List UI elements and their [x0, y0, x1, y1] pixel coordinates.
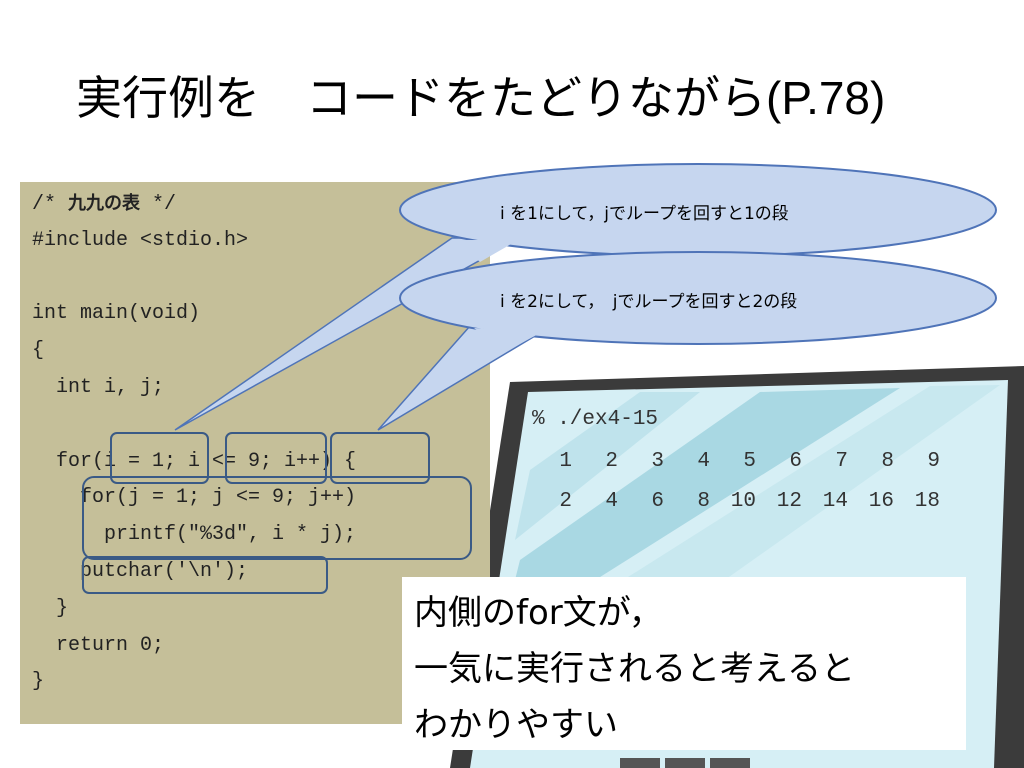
- code-line: #include <stdio.h>: [32, 223, 248, 259]
- code-text: {: [32, 339, 45, 363]
- terminal-cell: 9: [927, 450, 940, 473]
- code-text: return 0;: [32, 633, 165, 657]
- slide-title: 実行例を コードをたどりながら(P.78): [76, 62, 885, 128]
- slide-title-text: 実行例を コードをたどりながら: [76, 71, 766, 125]
- note-line-2: 一気に実行されると考えると: [414, 649, 855, 689]
- terminal-cell: 8: [697, 490, 710, 513]
- code-line: int main(void): [32, 296, 200, 332]
- terminal-cell: 5: [743, 450, 756, 473]
- highlight-incr-i: [330, 432, 430, 484]
- code-line: for(i = 1; i <= 9; i++) {: [32, 444, 356, 480]
- terminal-cell: 1: [559, 450, 572, 473]
- terminal-cell: 6: [651, 490, 664, 513]
- code-line: /* 九九の表 */: [32, 186, 176, 222]
- note-line-1: 内側のfor文が，: [414, 593, 663, 633]
- terminal-cell: 14: [822, 490, 848, 513]
- code-text: int i, j;: [32, 376, 165, 399]
- laptop-key: [710, 758, 750, 768]
- code-text: }: [32, 670, 45, 694]
- callout-2-text: i を2にして， jでループを回すと2の段: [500, 292, 798, 312]
- terminal-cell: 2: [559, 490, 572, 513]
- code-line: int i, j;: [32, 370, 164, 406]
- laptop-key: [665, 758, 705, 768]
- code-text: int main(void): [32, 302, 201, 326]
- highlight-init-i: [110, 432, 209, 484]
- highlight-putchar: [82, 556, 328, 594]
- highlight-inner-loop: [82, 476, 472, 560]
- code-text: /*: [32, 193, 69, 216]
- code-line: for(j = 1; j <= 9; j++): [32, 480, 356, 516]
- code-text: putchar('\n');: [32, 560, 249, 583]
- code-text: */: [140, 193, 177, 216]
- terminal-cell: 4: [697, 450, 710, 473]
- code-text: for(i = 1; i <= 9; i++) {: [32, 449, 357, 473]
- terminal-cell: 7: [835, 450, 848, 473]
- terminal-cell: 4: [605, 490, 618, 513]
- code-line: printf("%3d", i * j);: [32, 517, 356, 553]
- highlight-cond-i: [225, 432, 327, 484]
- slide-title-page-ref: (P.78): [766, 72, 886, 124]
- screen-stripe-3: [560, 385, 1000, 640]
- terminal-cell: 2: [605, 450, 618, 473]
- code-text: }: [32, 596, 69, 620]
- terminal-cell: 10: [730, 490, 756, 513]
- terminal-cell: 3: [651, 450, 664, 473]
- terminal-cell: 16: [868, 490, 894, 513]
- terminal-cell: 18: [914, 490, 940, 513]
- laptop-key: [620, 758, 660, 768]
- callout-2-bubble: [399, 251, 997, 345]
- code-text: for(j = 1; j <= 9; j++): [32, 486, 357, 510]
- terminal-command: % ./ex4-15: [532, 408, 659, 431]
- code-line: }: [32, 664, 44, 700]
- code-line: putchar('\n');: [32, 554, 248, 590]
- terminal-cell: 8: [881, 450, 894, 473]
- code-line: }: [32, 591, 68, 627]
- code-comment-jp: 九九の表: [68, 193, 141, 214]
- terminal-cell: 6: [789, 450, 802, 473]
- terminal-cell: 12: [776, 490, 802, 513]
- explanation-note: 内側のfor文が， 一気に実行されると考えると わかりやすい: [402, 577, 966, 750]
- note-line-3: わかりやすい: [414, 705, 618, 745]
- code-line: {: [32, 333, 44, 369]
- callout-1-text: i を1にして，jでループを回すと1の段: [500, 204, 789, 224]
- screen-stripe-1: [515, 392, 700, 540]
- code-text: #include <stdio.h>: [32, 228, 249, 252]
- code-line: return 0;: [32, 628, 164, 664]
- code-text: printf("%3d", i * j);: [32, 523, 357, 547]
